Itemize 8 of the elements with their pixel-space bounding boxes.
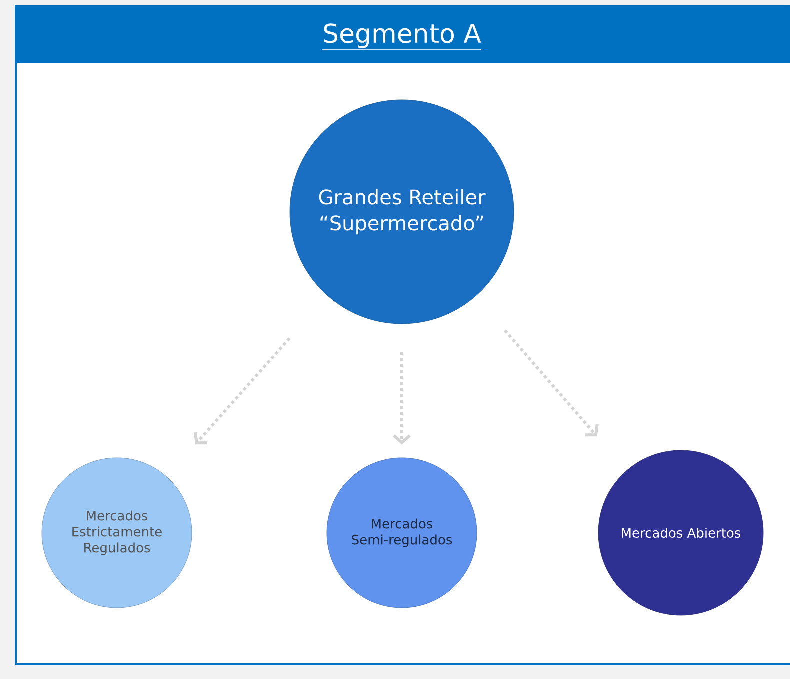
circle-node: Mercados Estrictamente Regulados	[42, 458, 192, 608]
circle-node: Mercados Abiertos	[598, 450, 764, 616]
header-band: Segmento A	[15, 4, 790, 62]
circle-node: Mercados Semi-regulados	[326, 458, 478, 608]
circle-node: Grandes Reteiler “Supermercado”	[290, 100, 514, 324]
arrow	[393, 352, 411, 445]
arrow	[194, 338, 291, 445]
arrow	[504, 330, 599, 437]
